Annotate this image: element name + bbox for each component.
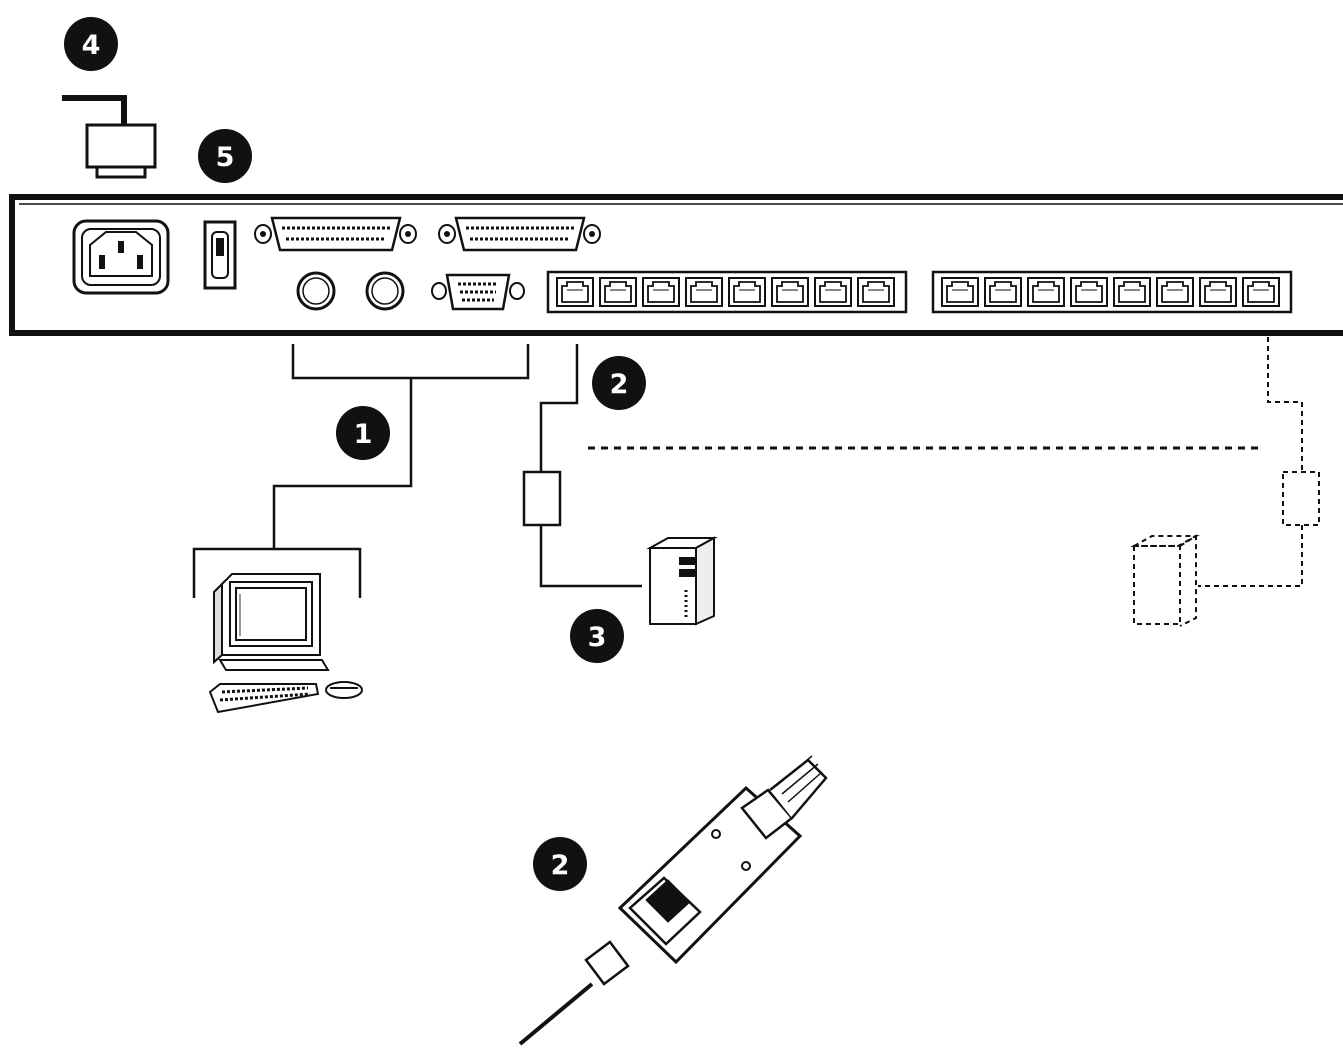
callout-4: 4 (64, 17, 118, 71)
callout-2-adapter: 2 (533, 837, 587, 891)
callout-2: 2 (592, 356, 646, 410)
console-workstation-icon (208, 573, 363, 714)
svg-text:4: 4 (82, 30, 101, 61)
db25-port-icon (438, 216, 601, 252)
callout-1: 1 (336, 406, 390, 460)
kvm-switch-rear-panel (9, 194, 1343, 336)
power-cord-icon (62, 95, 157, 179)
rj45-port-bank-icon (931, 270, 1293, 314)
svg-text:2: 2 (551, 850, 570, 881)
callout-5: 5 (198, 129, 252, 183)
power-socket-icon (72, 219, 170, 295)
svg-text:2: 2 (610, 369, 629, 400)
server-tower-icon (1130, 337, 1320, 627)
kvm-adapter-cable-icon (522, 344, 642, 588)
console-cable (192, 344, 530, 598)
server-tower-icon (646, 536, 718, 626)
power-switch-icon (203, 220, 237, 290)
svg-text:3: 3 (588, 622, 607, 653)
rj45-port-bank-icon (546, 270, 908, 314)
db25-console-port-icon (254, 216, 417, 252)
callout-3: 3 (570, 609, 624, 663)
vga-port-icon (431, 273, 525, 311)
usb-adapter-dongle-icon (518, 755, 828, 1046)
svg-text:5: 5 (216, 142, 235, 173)
ps2-port-icon (296, 271, 405, 311)
svg-text:1: 1 (354, 419, 373, 450)
